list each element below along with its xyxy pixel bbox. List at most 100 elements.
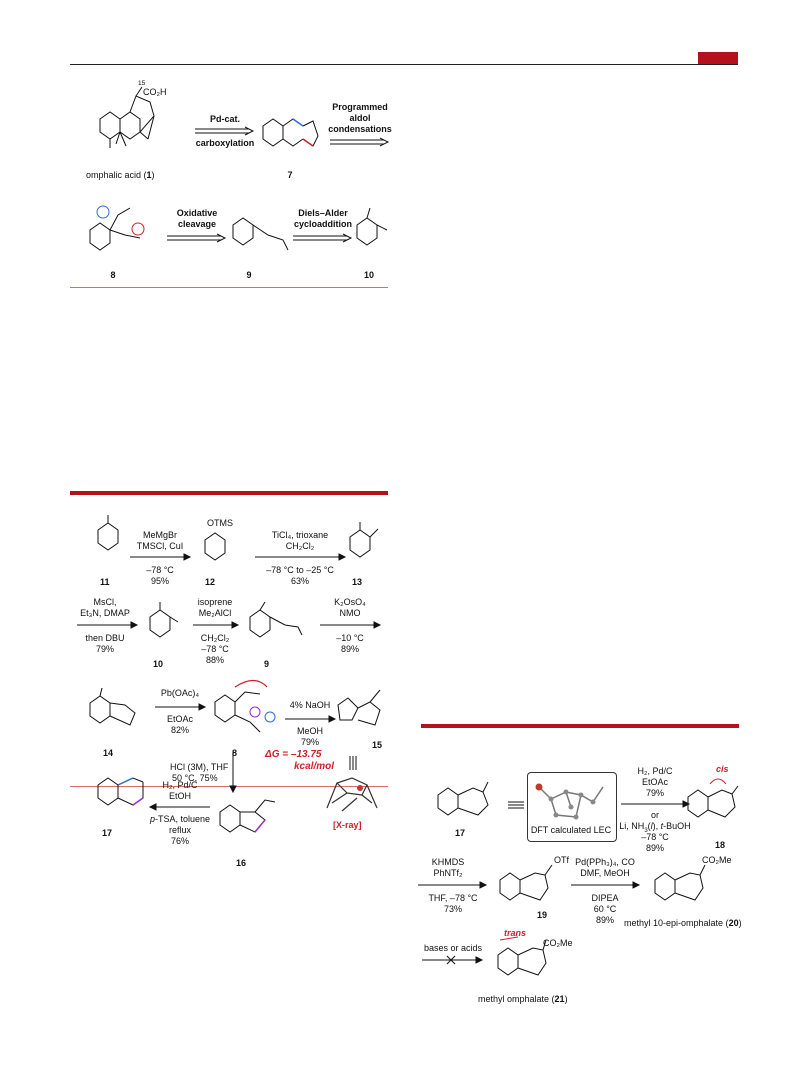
compound-8-forward-structure <box>214 679 276 733</box>
step9-bot2: reflux <box>168 825 191 835</box>
step6-arrow <box>155 703 207 711</box>
step4-top1: isoprene <box>197 597 233 607</box>
arrow2-bottom-label: condensations <box>328 124 392 134</box>
step9-arrow <box>148 803 210 811</box>
omphalic-co2h: CO₂H <box>143 87 167 97</box>
compound-15-number: 15 <box>372 740 383 750</box>
step2-top2: CH₂Cl₂ <box>285 541 315 551</box>
compound-7-number: 7 <box>287 170 293 180</box>
arrow2-mid-label: aldol <box>349 113 371 123</box>
scheme1-bottom-divider <box>70 287 388 288</box>
s3-step1-arrow <box>621 800 691 808</box>
compound-20-structure <box>654 864 706 901</box>
compound-18-number: 18 <box>715 840 726 850</box>
arrow1-top-label: Pd-cat. <box>209 114 240 124</box>
step4-bot2: –78 °C <box>201 644 229 654</box>
arrow3-top-label: Oxidative <box>176 208 218 218</box>
step7-top1: 4% NaOH <box>289 700 331 710</box>
step2-top1: TiCl₄, trioxane <box>271 530 329 540</box>
equivalence-horizontal <box>508 801 524 809</box>
step1-top1: MeMgBr <box>142 530 177 540</box>
step2-arrow <box>255 553 347 561</box>
retro-arrow-4 <box>293 233 353 243</box>
compound-17-forward-number: 17 <box>102 828 113 838</box>
compound-10-forward-structure <box>149 602 179 638</box>
scheme3-top-bar <box>421 724 739 728</box>
step4-arrow <box>193 621 240 629</box>
step9-bot3: 76% <box>170 836 189 846</box>
compound-10-number: 10 <box>363 270 374 280</box>
step3-top1: MsCl, <box>93 597 117 607</box>
step5-arrow <box>320 621 382 629</box>
compound-18-structure <box>687 778 739 818</box>
step8-arrow <box>229 752 237 794</box>
s3-step2-top1: KHMDS <box>431 857 465 867</box>
step6-bot2: 82% <box>170 725 189 735</box>
delta-g-unit: kcal/mol <box>294 761 335 772</box>
compound-9-forward-structure <box>249 601 303 638</box>
compound-8-forward-number: 8 <box>232 748 238 758</box>
omphalic-acid-structure <box>99 86 155 148</box>
trans-label: trans <box>504 928 527 938</box>
compound-14-number: 14 <box>103 748 114 758</box>
arrow4-bottom-label: cycloaddition <box>293 219 352 229</box>
arrow2-top-label: Programmed <box>332 102 388 112</box>
compound-17-right-number: 17 <box>455 828 466 838</box>
compound-13-number: 13 <box>352 577 363 587</box>
step5-bot2: 89% <box>340 644 359 654</box>
step5-top1: K₂OsO₄ <box>334 597 366 607</box>
s3-step1-bot3: 89% <box>645 843 664 853</box>
step2-bot1: –78 °C to –25 °C <box>266 565 334 575</box>
arrow4-top-label: Diels–Alder <box>298 208 348 218</box>
compound-8-structure <box>89 205 145 251</box>
s3-step4-blocked-arrow <box>422 955 484 965</box>
step3-bot2: 79% <box>95 644 114 654</box>
s3-step3-bot3: 89% <box>595 915 614 925</box>
compound-10-structure <box>356 207 388 246</box>
step7-bot1: MeOH <box>296 726 323 736</box>
compound-11-number: 11 <box>100 577 110 587</box>
otms-label: OTMS <box>207 518 233 528</box>
compound-19-structure <box>499 864 553 901</box>
compound-20-label: methyl 10-epi-omphalate (20) <box>624 918 742 928</box>
step8-left1: HCl (3M), THF <box>170 762 229 772</box>
co2me-21-label: CO₂Me <box>543 938 573 948</box>
s3-step3-bot2: 60 °C <box>593 904 617 914</box>
s3-step3-top2: DMF, MeOH <box>580 868 630 878</box>
s3-step4-top1: bases or acids <box>423 943 483 953</box>
step1-bot2: 95% <box>150 576 169 586</box>
delta-g-value: ΔG = –13.75 <box>265 749 322 760</box>
dft-lec-model <box>535 783 604 820</box>
compound-9-structure <box>232 217 289 251</box>
arrow3-bottom-label: cleavage <box>177 219 217 229</box>
step2-bot2: 63% <box>290 576 309 586</box>
s3-step1-bot2: –78 °C <box>641 832 669 842</box>
header-accent-bar <box>698 52 738 64</box>
step4-bot1: CH₂Cl₂ <box>200 633 230 643</box>
step3-top2: Et₃N, DMAP <box>80 608 130 618</box>
retro-arrow-3 <box>167 233 227 243</box>
otf-label: OTf <box>554 855 569 865</box>
s3-step2-arrow <box>418 881 488 889</box>
step1-top2: TMSCl, CuI <box>136 541 184 551</box>
equivalence-vertical <box>349 756 357 770</box>
step3-arrow <box>77 621 139 629</box>
dft-lec-label: DFT calculated LEC <box>530 825 612 835</box>
compound-21-label: methyl omphalate (21) <box>478 994 568 1004</box>
step9-bot1: p-TSA, toluene <box>149 814 211 824</box>
compound-7-structure <box>262 118 319 147</box>
step9-top2: EtOH <box>168 791 191 801</box>
omphalic-acid-label: omphalic acid (1) <box>86 170 155 180</box>
compound-10-forward-number: 10 <box>153 659 164 669</box>
compound-16-number: 16 <box>236 858 247 868</box>
s3-step2-bot2: 73% <box>443 904 462 914</box>
s3-step1-or: or <box>650 810 659 820</box>
step4-bot3: 88% <box>205 655 224 665</box>
compound-15-structure <box>337 689 381 726</box>
step1-arrow <box>130 553 192 561</box>
step8-left2: 50 °C, 75% <box>172 773 218 783</box>
xray-label: [X-ray] <box>333 820 362 830</box>
s3-step2-bot1: THF, –78 °C <box>428 893 478 903</box>
s3-step1-top3: 79% <box>645 788 664 798</box>
compound-8-number: 8 <box>110 270 116 280</box>
